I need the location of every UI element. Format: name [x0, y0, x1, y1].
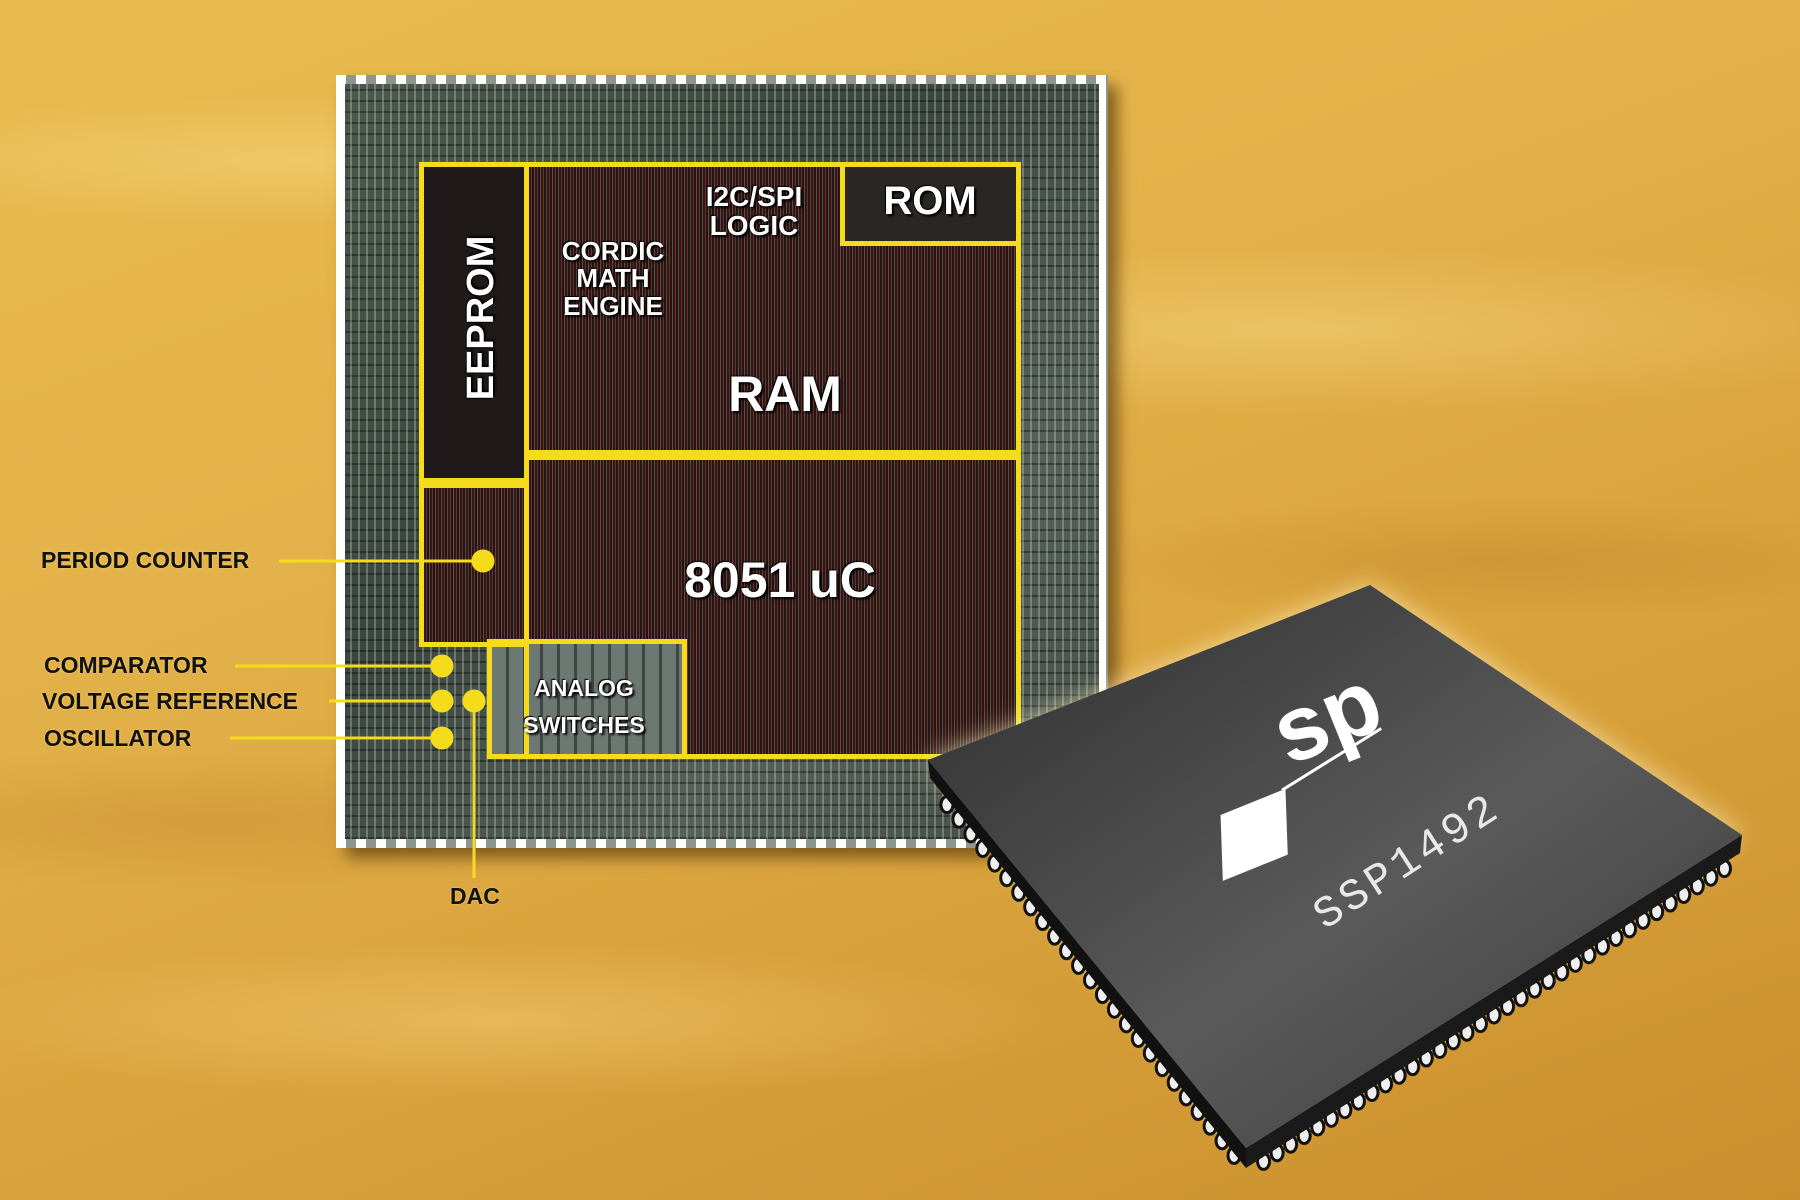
voltage-reference-dot: [430, 689, 454, 713]
oscillator-callout: OSCILLATOR: [44, 725, 192, 751]
chip-side-left: [928, 760, 1246, 1168]
comparator-dot: [430, 654, 454, 678]
analog-region: [492, 644, 682, 754]
period-counter-callout: PERIOD COUNTER: [41, 547, 250, 573]
rom-label: ROM: [883, 179, 977, 223]
chip-top-face: [928, 585, 1742, 1148]
eeprom-region: [424, 167, 529, 483]
cordic-label: CORDIC MATH ENGINE: [561, 236, 665, 321]
logo-diamond-icon: [1220, 788, 1288, 881]
analog-switches-label: ANALOG SWITCHES: [523, 675, 645, 738]
rom-outline: [840, 162, 1021, 246]
comparator-callout: COMPARATOR: [44, 652, 208, 678]
ram-label: RAM: [728, 366, 842, 422]
analog-outline: [487, 639, 687, 759]
chip-side-right: [1246, 835, 1742, 1168]
uc-label: 8051 uC: [684, 552, 876, 608]
i2c-spi-label: I2C/SPI LOGIC: [705, 181, 803, 242]
oscillator-dot: [430, 726, 454, 750]
voltage-reference-callout: VOLTAGE REFERENCE: [42, 688, 298, 714]
dac-dot: [462, 689, 486, 713]
period-counter-dot: [471, 549, 495, 573]
rom-region: [845, 167, 1016, 241]
dac-callout: DAC: [450, 883, 500, 909]
eeprom-outline: [419, 162, 529, 488]
